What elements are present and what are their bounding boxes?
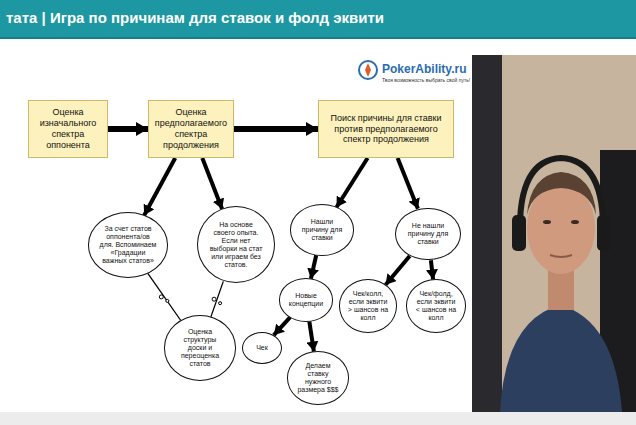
node-text: Чек (248, 344, 277, 352)
speech-bubble: Чек/фолд, если эквити < шансов на колл (406, 279, 466, 332)
node-text: Оценка изначального спектра оппонента (33, 107, 103, 150)
flow-arrow (274, 317, 290, 335)
speech-bubble: Чек/колл, если эквити > шансов на колл (339, 279, 397, 332)
node-text: Оценка структуры доски и переоценка стат… (174, 328, 226, 368)
speech-bubble: Не нашли причину для ставки (395, 208, 461, 261)
process-box: Оценка изначального спектра оппонента (28, 100, 108, 158)
flow-arrow (386, 256, 410, 285)
footer-band (0, 412, 636, 425)
speech-bubble: Новые концепции (279, 278, 333, 321)
flow-arrow (234, 126, 318, 132)
webcam-picture (472, 55, 636, 412)
node-text: Поиск причины для ставки против предпола… (323, 113, 449, 145)
node-text: Делаем ставку нужного размера $$$ (296, 362, 341, 394)
process-box: Оценка предполагаемого спектра продолжен… (148, 100, 234, 158)
node-text: Нашли причину для ставки (299, 218, 345, 242)
flow-arrow (202, 158, 222, 209)
flow-arrow (311, 255, 316, 279)
thought-line (148, 273, 181, 320)
thought-dot (159, 295, 163, 299)
node-text: Чек/фолд, если эквити < шансов на колл (415, 290, 458, 322)
flow-arrow (108, 126, 148, 132)
thought-line (211, 281, 223, 317)
node-text: На основе своего опыта. Если нет выборки… (208, 221, 264, 269)
node-text: Оценка предполагаемого спектра продолжен… (153, 107, 229, 150)
node-text: Новые концепции (287, 292, 326, 308)
logo-icon (359, 61, 377, 79)
speech-bubble: На основе своего опыта. Если нет выборки… (197, 206, 275, 283)
logo-tagline: Твоя возможность выбрать свой путь! (382, 77, 470, 83)
node-text: За счет статов оппонента/ов для. Вспомин… (99, 225, 157, 265)
flow-arrow (398, 158, 418, 209)
speech-bubble: За счет статов оппонента/ов для. Вспомин… (88, 212, 168, 277)
speech-bubble: Нашли причину для ставки (290, 204, 354, 255)
flow-arrow (431, 260, 433, 279)
logo-text: PokerAbility.ru (382, 62, 466, 76)
thought-dot (212, 297, 216, 301)
flow-arrow (337, 158, 368, 207)
flow-arrow (144, 158, 175, 215)
flow-arrow (309, 321, 314, 351)
node-text: Чек/колл, если эквити > шансов на колл (347, 290, 389, 322)
slide-title: тата | Игра по причинам для ставок и фол… (6, 9, 384, 26)
speech-bubble: Оценка структуры доски и переоценка стат… (164, 315, 236, 380)
node-text: Не нашли причину для ставки (404, 222, 452, 246)
thought-dot (219, 302, 222, 305)
speech-bubble: Делаем ставку нужного размера $$$ (287, 351, 349, 404)
speech-bubble: Чек (242, 332, 282, 364)
process-box: Поиск причины для ставки против предпола… (318, 100, 454, 158)
thought-dot (166, 299, 169, 302)
